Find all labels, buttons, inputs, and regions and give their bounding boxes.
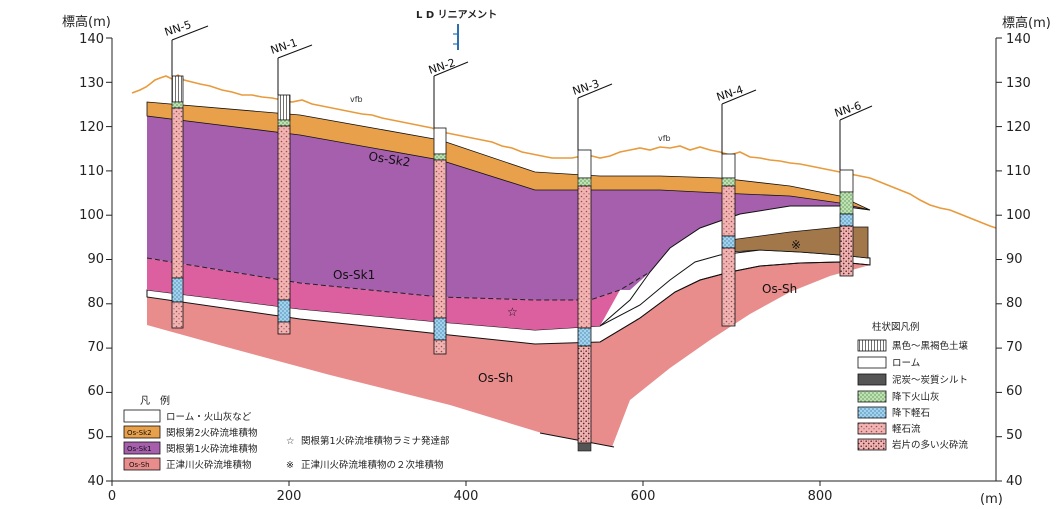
y-tick-left: 40 <box>87 474 104 489</box>
legend-code: Os-Sk1 <box>127 445 152 453</box>
borehole-nn5: NN-5 <box>163 18 209 329</box>
legend-text: 岩片の多い火砕流 <box>892 439 969 451</box>
legend-item-sh: Os-Sh 正津川火砕流堆積物 <box>123 457 252 471</box>
x-tick: 800 <box>808 489 833 504</box>
legend-code: Os-Sh <box>129 461 150 469</box>
y-tick-labels-right: 140 130 120 110 100 90 80 70 60 50 40 <box>1006 32 1031 489</box>
borehole-label: NN-5 <box>163 18 193 39</box>
borehole-label: NN-1 <box>269 36 299 57</box>
y-tick-left: 90 <box>87 252 104 267</box>
unit-os-sk1 <box>147 116 870 300</box>
unit-label-sh-left: Os-Sh <box>478 371 513 385</box>
sh-bottom-line <box>539 432 615 448</box>
legend-swatch-green: 降下火山灰 <box>857 390 940 403</box>
unit-os-sk1-lower <box>147 258 620 330</box>
borehole-nn3: NN-3 <box>571 77 613 452</box>
y-tick-right: 70 <box>1006 340 1023 355</box>
y-tick-left: 110 <box>79 164 104 179</box>
legend-text: 降下軽石 <box>892 407 930 419</box>
unit-os-sk2 <box>146 101 871 211</box>
y-tick-right: 100 <box>1006 208 1031 223</box>
legend-swatch-pink: 軽石流 <box>857 422 921 435</box>
y-tick-left: 140 <box>79 32 104 47</box>
y-tick-right: 120 <box>1006 120 1031 135</box>
legend-swatch-vlines: 黒色～黒褐色土壌 <box>857 339 969 352</box>
left-axis <box>106 37 113 482</box>
legend-text: 関根第2火砕流堆積物 <box>166 427 258 439</box>
y-tick-right: 80 <box>1006 296 1023 311</box>
right-axis-label: 標高(m) <box>1002 15 1051 31</box>
legend-text: ローム <box>892 358 920 369</box>
legend-text: 泥炭～炭質シルト <box>892 374 968 386</box>
legend-text: 正津川火砕流堆積物 <box>166 459 252 471</box>
x-tick-labels: 0 200 400 600 800 <box>108 489 833 504</box>
legend-text: 降下火山灰 <box>892 391 940 403</box>
unit-secondary-deposit <box>729 226 869 259</box>
unit-label-sk2: Os-Sk2 <box>368 149 412 169</box>
legend-swatch-dark: 泥炭～炭質シルト <box>857 373 968 386</box>
left-axis-label: 標高(m) <box>62 14 111 30</box>
legend-note-star-symbol: ☆ <box>286 436 295 447</box>
y-tick-left: 60 <box>87 384 104 399</box>
x-tick: 600 <box>631 489 656 504</box>
right-axis <box>995 37 1002 482</box>
legend-text: 関根第1火砕流堆積物 <box>166 443 258 455</box>
legend-note-star-text: 関根第1火砕流堆積物ラミナ発達部 <box>301 435 450 447</box>
vfb-label: vfb <box>658 134 671 143</box>
legend-text: 軽石流 <box>892 423 921 435</box>
legend-note-kome-symbol: ※ <box>286 460 294 471</box>
y-tick-right: 40 <box>1006 474 1023 489</box>
x-unit-label: (m) <box>980 492 1003 507</box>
y-tick-right: 60 <box>1006 384 1023 399</box>
lineament-label: L D リニアメント <box>416 9 497 21</box>
y-tick-right: 90 <box>1006 252 1023 267</box>
y-tick-left: 50 <box>87 428 104 443</box>
y-tick-left: 100 <box>79 208 104 223</box>
borehole-label: NN-2 <box>427 56 457 77</box>
y-tick-labels-left: 140 130 120 110 100 90 80 70 60 50 40 <box>79 32 104 489</box>
sk1-upper-boundary <box>599 205 871 327</box>
y-tick-right: 130 <box>1006 76 1031 91</box>
geologic-units <box>146 101 871 448</box>
legend-right-title: 柱状図凡例 <box>872 321 920 333</box>
kome-symbol: ※ <box>791 238 801 252</box>
y-tick-left: 70 <box>87 340 104 355</box>
y-tick-right: 140 <box>1006 32 1031 47</box>
legend-item-loam: ローム・火山灰など <box>123 409 252 423</box>
sk1-dashed-boundary <box>146 257 651 301</box>
x-tick: 200 <box>277 489 302 504</box>
unit-os-sh <box>147 262 870 447</box>
legend-item-sk2: Os-Sk2 関根第2火砕流堆積物 <box>123 425 258 439</box>
unit-label-sh-right: Os-Sh <box>762 282 797 296</box>
unit-label-sk1: Os-Sk1 <box>333 268 375 282</box>
y-tick-left: 120 <box>79 120 104 135</box>
y-tick-right: 110 <box>1006 164 1031 179</box>
y-tick-left: 80 <box>87 296 104 311</box>
legend-swatch-blue: 降下軽石 <box>857 406 930 419</box>
lineament-marker: L D リニアメント <box>416 9 497 50</box>
legend-left-title: 凡 例 <box>140 394 170 407</box>
legend-text: ローム・火山灰など <box>166 411 252 423</box>
legend-item-sk1: Os-Sk1 関根第1火砕流堆積物 <box>123 441 258 455</box>
vfb-label: vfb <box>350 95 363 104</box>
legend-text: 黒色～黒褐色土壌 <box>892 340 969 352</box>
legend-right: 柱状図凡例 黒色～黒褐色土壌 ローム 泥炭～炭質シルト 降下火山灰 降下軽石 軽… <box>857 321 969 451</box>
x-tick: 400 <box>454 489 479 504</box>
legend-swatch-white: ローム <box>857 356 920 369</box>
y-tick-left: 130 <box>79 76 104 91</box>
star-symbol: ☆ <box>507 305 518 319</box>
legend-swatch-pink-dense: 岩片の多い火砕流 <box>857 438 969 451</box>
legend-note-kome-text: 正津川火砕流堆積物の２次堆積物 <box>301 459 444 471</box>
y-tick-right: 50 <box>1006 428 1023 443</box>
bottom-axis <box>111 480 996 486</box>
legend-code: Os-Sk2 <box>127 429 152 437</box>
borehole-nn4: NN-4 <box>715 83 757 327</box>
x-tick: 0 <box>108 489 116 504</box>
legend-left: 凡 例 ローム・火山灰など Os-Sk2 関根第2火砕流堆積物 Os-Sk1 関… <box>123 394 450 471</box>
